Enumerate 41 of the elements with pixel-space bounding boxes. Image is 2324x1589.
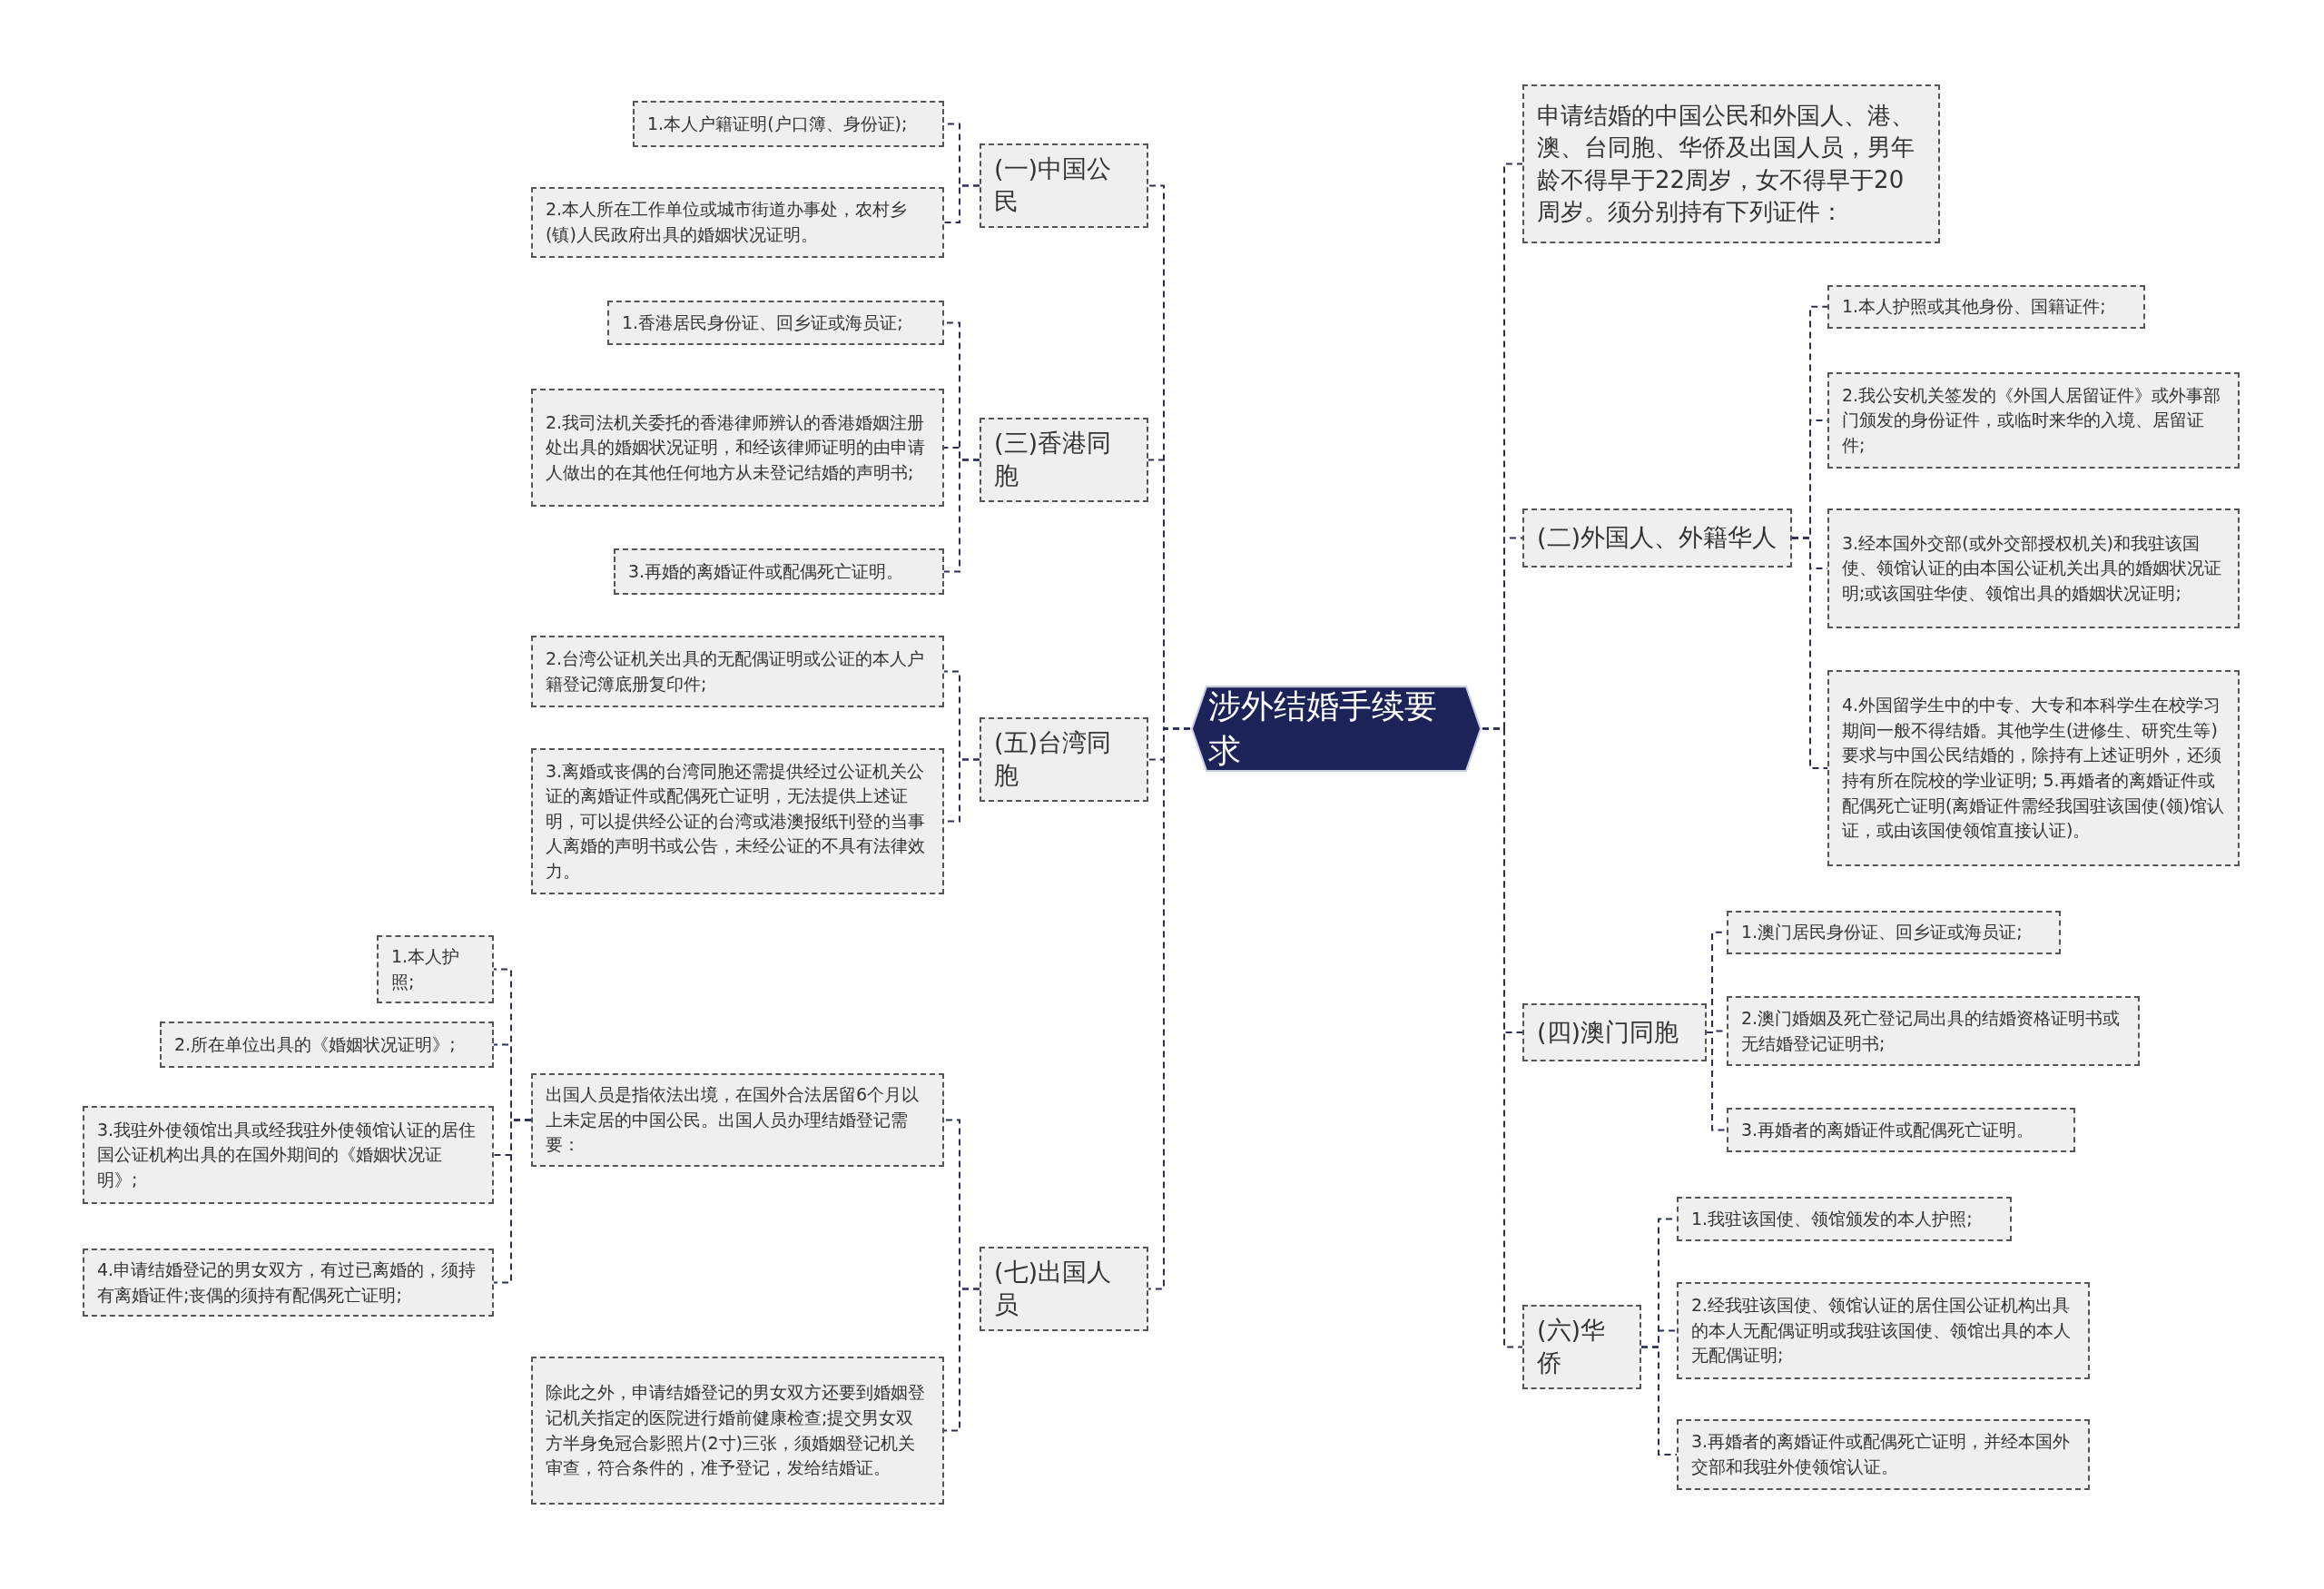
topic-box: (六)华侨 [1522, 1305, 1641, 1389]
topic-box: (二)外国人、外籍华人 [1522, 508, 1792, 568]
text-box: 3.再婚者的离婚证件或配偶死亡证明。 [1727, 1108, 2075, 1152]
connector [943, 184, 980, 223]
topic-box: (三)香港同胞 [980, 418, 1148, 502]
connector [493, 1119, 532, 1284]
connector [1147, 727, 1191, 1290]
connector [943, 459, 980, 573]
topic-box: (一)中国公民 [980, 143, 1148, 228]
text-box: 3.再婚的离婚证件或配偶死亡证明。 [614, 548, 944, 595]
text-box: 2.澳门婚姻及死亡登记局出具的结婚资格证明书或无结婚登记证明书; [1727, 996, 2140, 1066]
topic-box: (五)台湾同胞 [980, 717, 1148, 802]
topic-box: (四)澳门同胞 [1522, 1003, 1707, 1061]
text-box: 2.台湾公证机关出具的无配偶证明或公证的本人户籍登记簿底册复印件; [531, 636, 944, 707]
text-box: 3.我驻外使领馆出具或经我驻外使领馆认证的居住国公证机构出具的在国外期间的《婚姻状况证明》; [83, 1106, 494, 1204]
text-box: 4.外国留学生中的中专、大专和本科学生在校学习期间一般不得结婚。其他学生(进修生、研究生等)要求与中国公民结婚的，除持有上述证明外，还须持有所在院校的学业证明; 5.再婚者的离婚证件或配偶死亡证明(离婚证件需经我国驻该国使(领)馆认证，或由该国使领馆直接认证)。 [1827, 670, 2240, 866]
text-box: 1.香港居民身份证、回乡证或海员证; [607, 301, 944, 345]
topic-box: (七)出国人员 [980, 1247, 1148, 1331]
connector [1482, 727, 1523, 1348]
text-box: 2.所在单位出具的《婚姻状况证明》; [160, 1022, 494, 1068]
text-box: 2.经我驻该国使、领馆认证的居住国公证机构出具的本人无配偶证明或我驻该国使、领馆出具的本人无配偶证明; [1677, 1282, 2090, 1379]
connector [1706, 1031, 1728, 1131]
text-box: 1.本人护照或其他身份、国籍证件; [1827, 285, 2145, 329]
text-box: 3.经本国外交部(或外交部授权机关)和我驻该国使、领馆认证的由本国公证机关出具的婚姻状况证明;或该国驻华使、领馆出具的婚姻状况证明; [1827, 508, 2240, 628]
text-box: 1.本人护照; [377, 935, 494, 1004]
central-topic: 涉外结婚手续要求 [1190, 685, 1482, 774]
text-box: 3.离婚或丧偶的台湾同胞还需提供经过公证机关公证的离婚证件或配偶死亡证明，无法提供上述证明，可以提供经公证的台湾或港澳报纸刊登的当事人离婚的声明书或公告，未经公证的不具有法律效力。 [531, 748, 944, 894]
text-box: 4.申请结婚登记的男女双方，有过已离婚的，须持有离婚证件;丧偶的须持有配偶死亡证明; [83, 1248, 494, 1318]
text-box: 1.本人户籍证明(户口簿、身份证); [633, 101, 944, 147]
text-box: 1.我驻该国使、领馆颁发的本人护照; [1677, 1197, 2012, 1241]
text-box: 2.我公安机关签发的《外国人居留证件》或外事部门颁发的身份证件，或临时来华的入境、居留证件; [1827, 372, 2240, 469]
text-box: 除此之外，申请结婚登记的男女双方还要到婚姻登记机关指定的医院进行婚前健康检查;提交男女双方半身免冠合影照片(2寸)三张，须婚姻登记机关审查，符合条件的，准予登记，发给结婚证。 [531, 1357, 944, 1505]
text-box: 1.澳门居民身份证、回乡证或海员证; [1727, 911, 2061, 954]
text-box: 3.再婚者的离婚证件或配偶死亡证明，并经本国外交部和我驻外使领馆认证。 [1677, 1419, 2090, 1490]
connector [1640, 1346, 1678, 1456]
connector [943, 1288, 980, 1432]
text-box: 2.我司法机关委托的香港律师辨认的香港婚姻注册处出具的婚姻状况证明，和经该律师证明的由申请人做出的在其他任何地方从未登记结婚的声明书; [531, 389, 944, 507]
text-box: 出国人员是指依法出境，在国外合法居留6个月以上未定居的中国公民。出国人员办理结婚登记需要： [531, 1073, 944, 1167]
text-box: 2.本人所在工作单位或城市街道办事处，农村乡(镇)人民政府出具的婚姻状况证明。 [531, 187, 944, 258]
text-box: 申请结婚的中国公民和外国人、港、澳、台同胞、华侨及出国人员，男年龄不得早于22周岁，女不得早于20周岁。须分别持有下列证件： [1522, 84, 1940, 243]
connector [1791, 537, 1828, 769]
